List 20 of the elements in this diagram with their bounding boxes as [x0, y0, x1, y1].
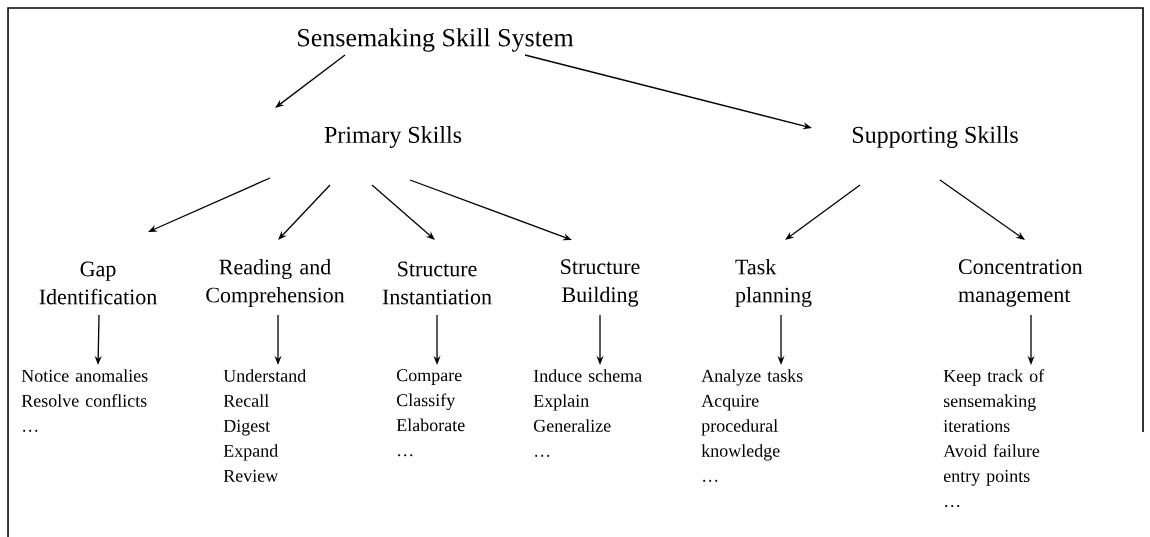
- activity-list: Compare Classify Elaborate …: [396, 369, 465, 457]
- activity-list: Keep track of sensemaking iterations Avoid failure entry points …: [943, 369, 1045, 508]
- activity-list: Notice anomalies Resolve conflicts …: [21, 369, 148, 432]
- arrow: [939, 179, 1025, 240]
- arrow: [785, 184, 861, 240]
- activity-list: Understand Recall Digest Expand Review: [223, 369, 306, 482]
- skill-label: Task planning: [735, 259, 812, 307]
- skill-label: Concentration management: [958, 259, 1083, 307]
- arrow: [278, 184, 331, 240]
- category-label: Supporting Skills: [852, 126, 1018, 148]
- activity-list: Analyze tasks Acquire procedural knowledge …: [701, 369, 803, 482]
- skill-label: Structure Instantiation: [382, 261, 492, 305]
- diagram-title: Sensemaking Skill System: [298, 28, 574, 52]
- skill-label: Gap Identification: [39, 261, 157, 305]
- arrow: [371, 184, 435, 240]
- skill-label: Reading and Comprehension: [206, 259, 345, 307]
- arrow: [275, 54, 346, 108]
- activity-list: Induce schema Explain Generalize …: [533, 369, 642, 457]
- category-label: Primary Skills: [324, 126, 462, 148]
- skill-label: Structure Building: [561, 259, 640, 307]
